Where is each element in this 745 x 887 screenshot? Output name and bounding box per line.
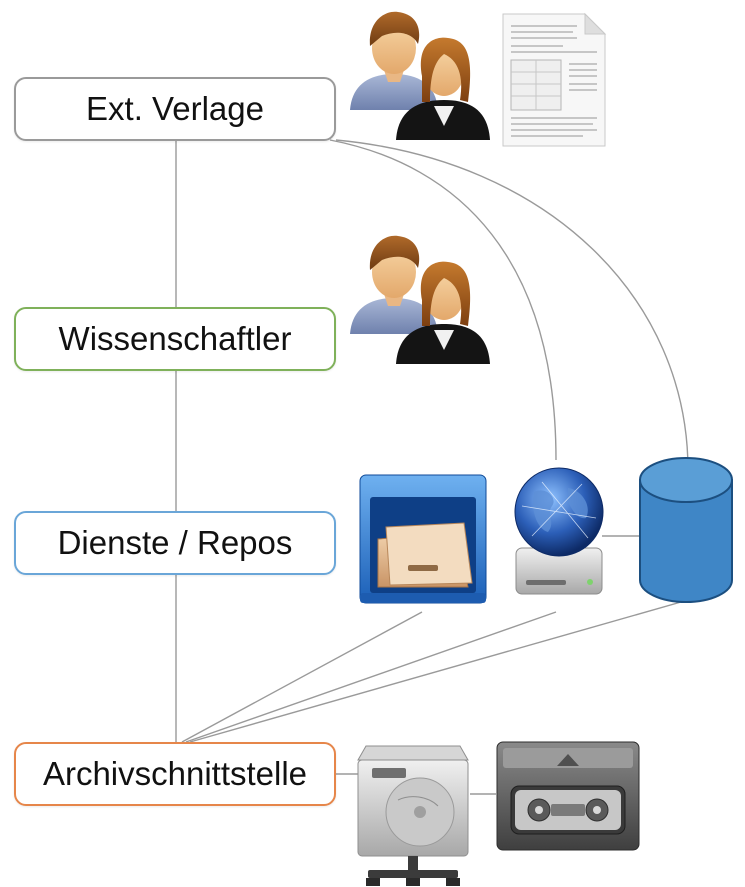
node-wissenschaftler: Wissenschaftler — [14, 307, 336, 371]
node-dienste-repos-label: Dienste / Repos — [57, 524, 293, 561]
node-ext-verlage-label: Ext. Verlage — [86, 90, 264, 127]
node-wissenschaftler-label: Wissenschaftler — [58, 320, 292, 357]
archiv-to-webserver-line — [185, 611, 557, 743]
file-cabinet-icon — [359, 474, 487, 604]
connector-lines — [175, 139, 689, 795]
archiv-to-database-line — [189, 599, 689, 743]
document-icon — [502, 12, 607, 147]
database-icon — [639, 457, 733, 603]
verlage-to-webserver-curve — [329, 139, 557, 461]
node-dienste-repos: Dienste / Repos — [14, 511, 336, 575]
node-archivschnittstelle-label: Archivschnittstelle — [42, 755, 308, 792]
globe-server-icon — [514, 467, 604, 595]
users-icon — [350, 11, 490, 140]
verlage-to-database-curve — [335, 139, 689, 471]
node-ext-verlage: Ext. Verlage — [14, 77, 336, 141]
archiv-to-cabinet-line — [181, 611, 423, 743]
users-icon — [350, 235, 490, 364]
hard-drive-icon — [357, 745, 469, 886]
tape-cartridge-icon — [496, 741, 640, 851]
node-archivschnittstelle: Archivschnittstelle — [14, 742, 336, 806]
